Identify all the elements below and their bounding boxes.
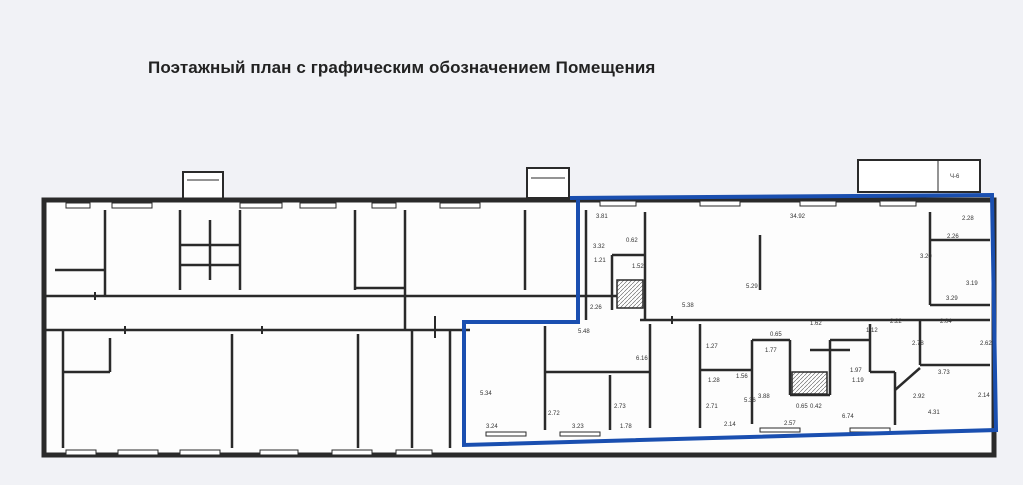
right-upper-rooms [584, 210, 990, 320]
dimension-label: 3.88 [758, 394, 770, 400]
stair-tower-middle [526, 167, 570, 199]
dimension-label: 2.22 [890, 319, 902, 325]
dimension-label: 3.20 [920, 254, 932, 260]
dimension-label: 3.29 [946, 296, 958, 302]
dimension-label: 2.26 [590, 305, 602, 311]
windows-bottom [65, 427, 891, 456]
dimension-label: 2.62 [980, 341, 992, 347]
dimension-label: 5.38 [682, 303, 694, 309]
dimension-label: 1.52 [632, 264, 644, 270]
dimension-label: 1.56 [736, 374, 748, 380]
dimension-label: 1.97 [850, 368, 862, 374]
dimension-label: 0.65 [770, 332, 782, 338]
dimension-label: 5.29 [746, 284, 758, 290]
page-title: Поэтажный план с графическим обозначение… [148, 58, 656, 77]
dimension-label: 2.28 [962, 216, 974, 222]
stair-block [616, 279, 644, 309]
left-lower-rooms [61, 330, 452, 448]
dimension-label: 3.81 [596, 214, 608, 220]
dimension-label: 1.78 [620, 424, 632, 430]
stair-tower-left [182, 171, 224, 203]
dimension-label: 1.77 [765, 348, 777, 354]
dimension-label: 1.62 [810, 321, 822, 327]
dimension-label: 6.16 [636, 356, 648, 362]
dimension-label: 3.32 [593, 244, 605, 250]
dimension-label: 3.73 [938, 370, 950, 376]
dimension-label: 34.92 [790, 214, 806, 220]
corridor-walls [46, 294, 990, 332]
windows-top [65, 200, 917, 209]
stair-tower-right [857, 159, 981, 193]
dimension-label: 2.26 [947, 234, 959, 240]
dimension-label: 2.78 [912, 341, 924, 347]
left-upper-rooms [55, 210, 527, 330]
corridor-doors [94, 292, 673, 338]
dimension-label: 5.48 [578, 329, 590, 335]
annotation-label: Ч-6 [950, 174, 960, 180]
dimension-label: 3.19 [966, 281, 978, 287]
dimension-label: 5.34 [480, 391, 492, 397]
dimension-label: 2.14 [978, 393, 990, 399]
dimension-label: 0.65 [796, 404, 808, 410]
right-lower-rooms [543, 320, 990, 430]
dimension-label: 3.23 [572, 424, 584, 430]
dimension-label: 6.74 [842, 414, 854, 420]
dimension-label: 4.31 [928, 410, 940, 416]
dimension-label: 2.04 [940, 319, 952, 325]
dimension-label: 1.12 [866, 328, 878, 334]
dimension-label: 2.57 [784, 421, 796, 427]
wc-block [791, 371, 828, 395]
dimension-label: 1.19 [852, 378, 864, 384]
dimension-label: 2.92 [913, 394, 925, 400]
dimension-labels: 3.81 34.92 2.28 2.26 3.20 3.19 0.62 1.52… [480, 214, 992, 430]
dimension-label: 1.21 [594, 258, 606, 264]
dimension-label: 5.36 [744, 398, 756, 404]
dimension-label: 2.72 [548, 411, 560, 417]
dimension-label: 2.14 [724, 422, 736, 428]
premises-boundary [462, 192, 999, 448]
dimension-label: 2.71 [706, 404, 718, 410]
dimension-label: 0.62 [626, 238, 638, 244]
dimension-label: 1.28 [708, 378, 720, 384]
dimension-label: 3.24 [486, 424, 498, 430]
dimension-label: 2.73 [614, 404, 626, 410]
dimension-label: 0.42 [810, 404, 822, 410]
dimension-label: 1.27 [706, 344, 718, 350]
